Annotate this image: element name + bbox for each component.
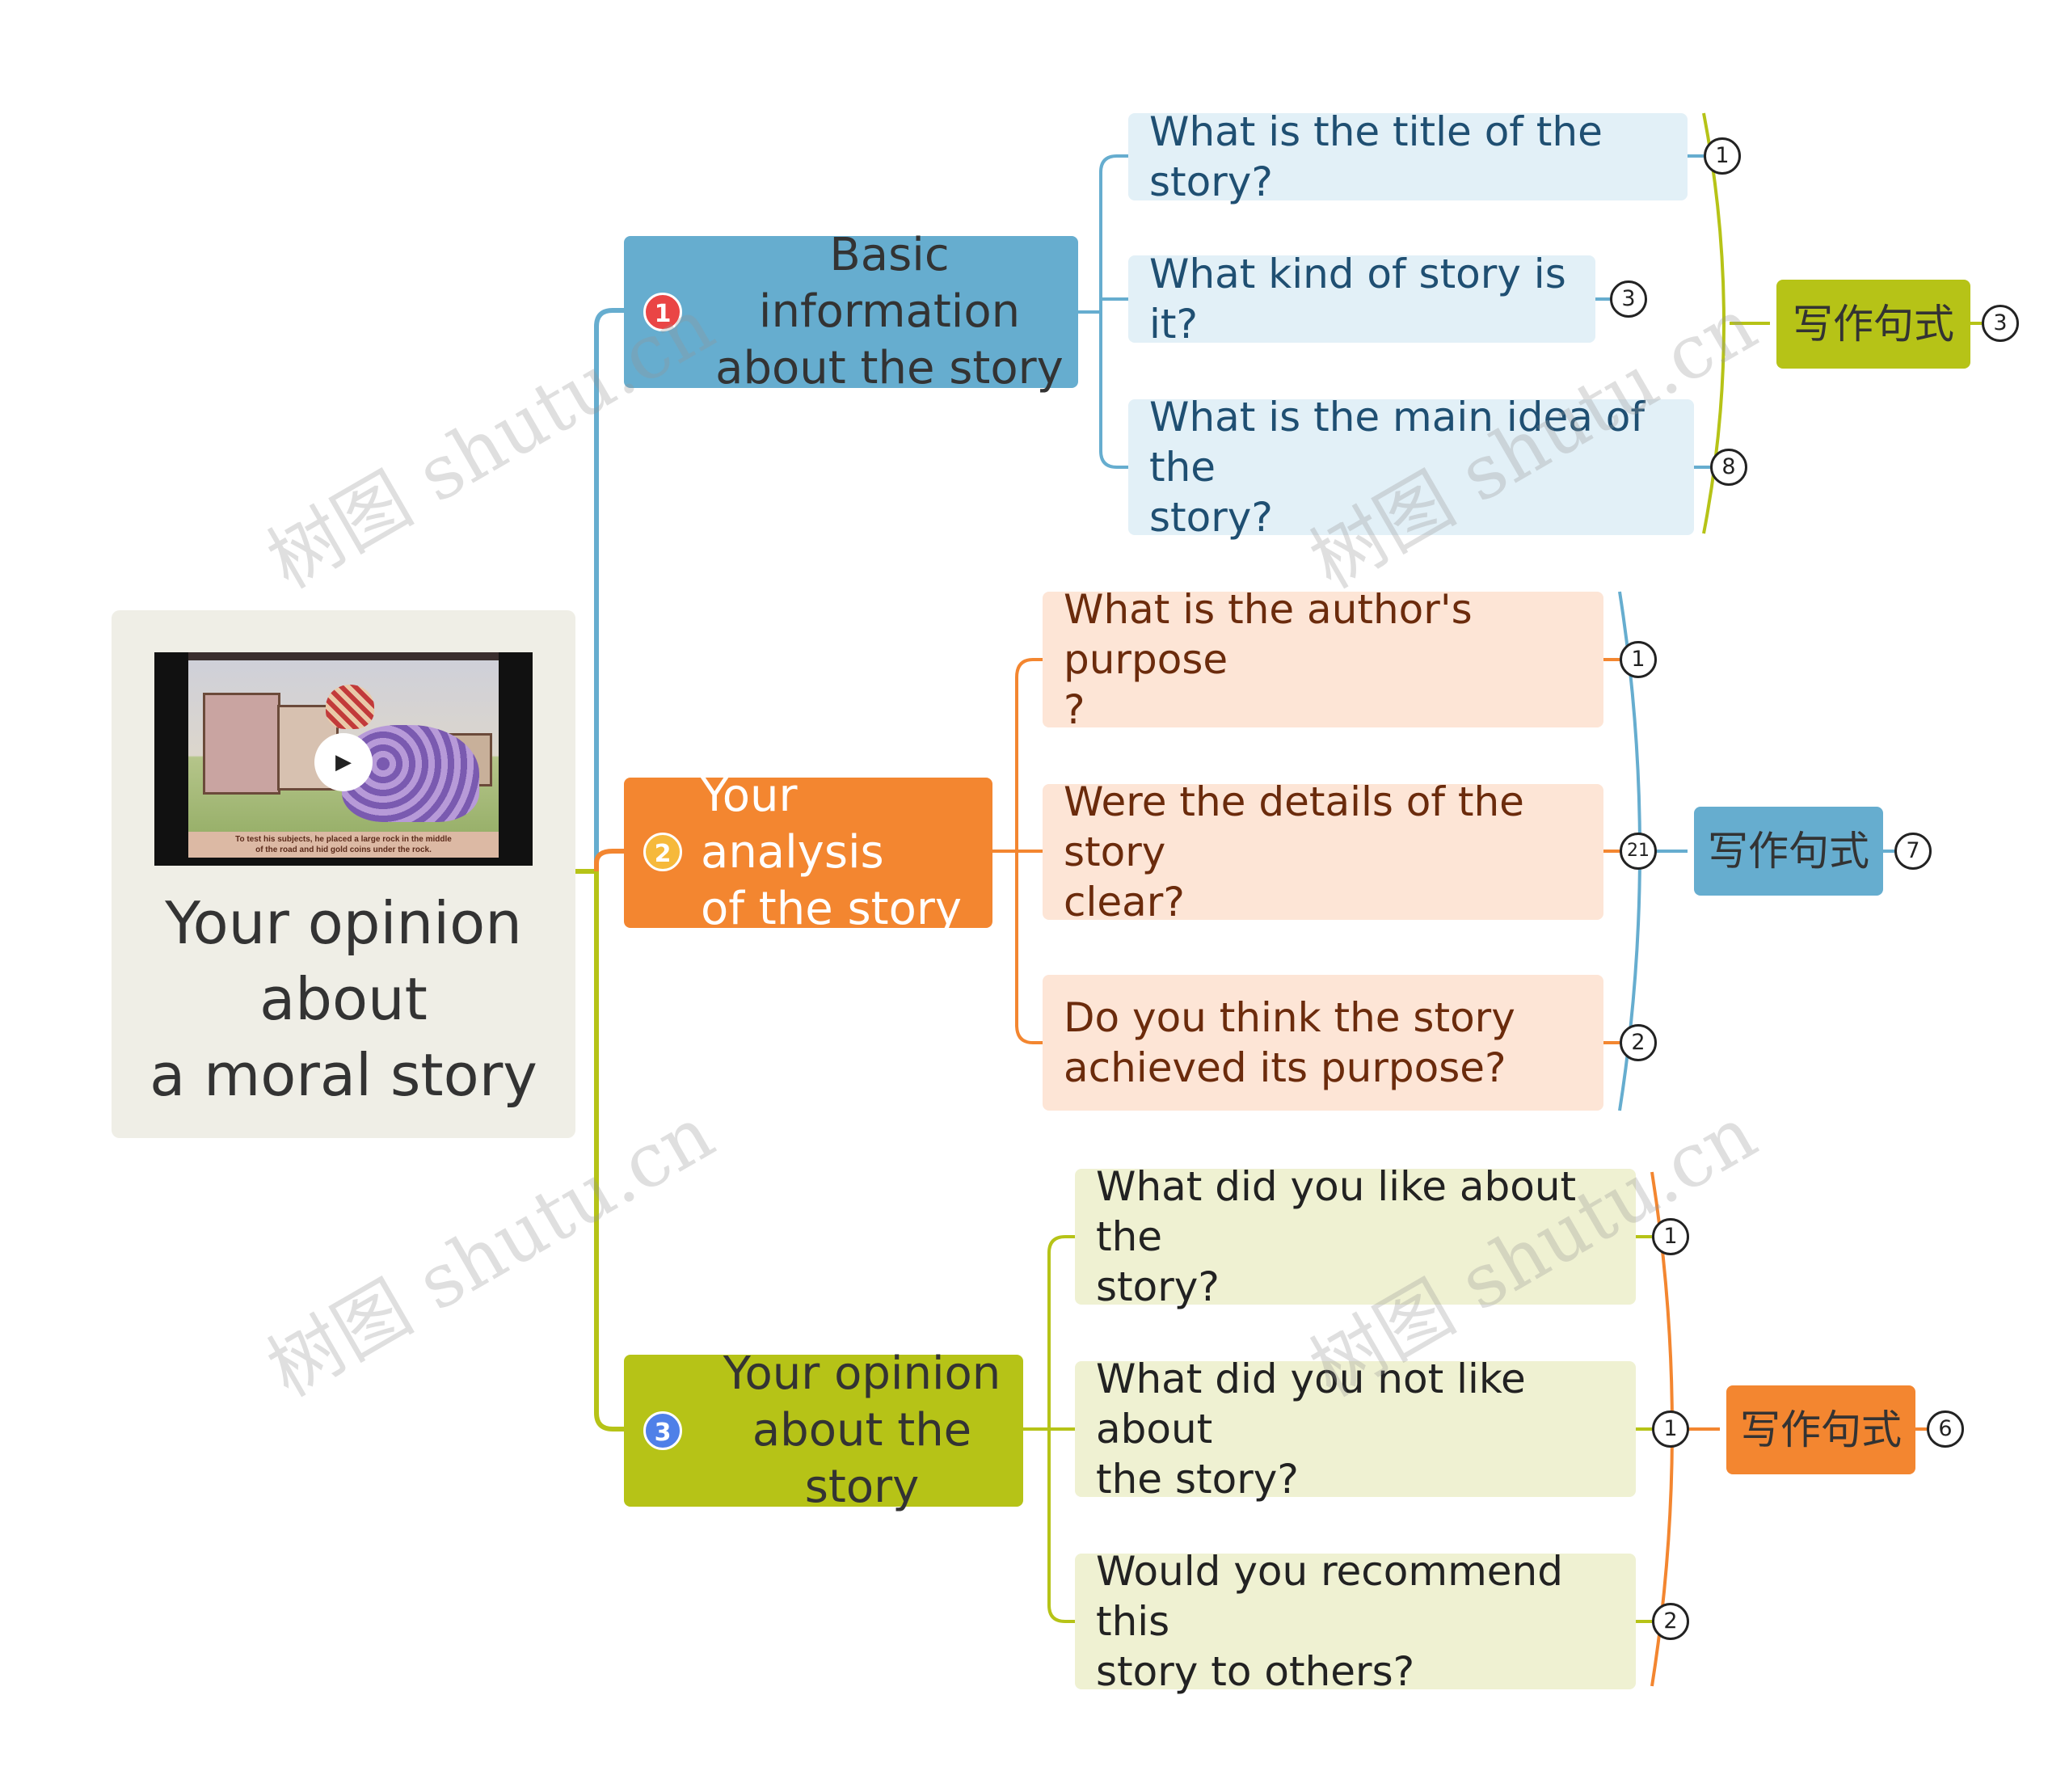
question-not-liked[interactable]: What did you not like about the story?	[1075, 1356, 1636, 1503]
count-badge: 2	[1620, 1024, 1657, 1061]
question-author-purpose[interactable]: What is the author's purpose ?	[1043, 586, 1603, 733]
count-badge: 1	[1704, 137, 1741, 175]
count-badge: 8	[1710, 449, 1747, 486]
question-text: What is the author's purpose ?	[1064, 586, 1473, 733]
play-icon[interactable]: ▶	[314, 733, 373, 791]
question-recommend[interactable]: Would you recommend this story to others…	[1075, 1548, 1636, 1695]
root-title: Your opinion about a moral story	[150, 889, 537, 1109]
count-badge: 1	[1620, 641, 1657, 678]
branch-your-analysis[interactable]: 2 Your analysis of the story	[624, 770, 992, 935]
badge-2-icon: 2	[643, 833, 682, 871]
question-liked[interactable]: What did you like about the story?	[1075, 1163, 1636, 1310]
summary-writing-patterns[interactable]: 写作句式	[1776, 280, 1970, 369]
count-badge: 21	[1620, 833, 1657, 870]
count-badge: 3	[1610, 280, 1647, 318]
summary-writing-patterns[interactable]: 写作句式	[1694, 807, 1883, 896]
question-title[interactable]: What is the title of the story?	[1128, 108, 1688, 205]
question-kind[interactable]: What kind of story is it?	[1128, 251, 1595, 348]
count-badge: 1	[1652, 1410, 1689, 1448]
question-text: What is the title of the story?	[1149, 108, 1603, 205]
turban-illustration	[326, 685, 374, 729]
question-text: Would you recommend this story to others…	[1096, 1548, 1563, 1695]
count-badge: 1	[1652, 1218, 1689, 1255]
question-achieved-purpose[interactable]: Do you think the story achieved its purp…	[1043, 975, 1603, 1111]
badge-1-icon: 1	[643, 293, 682, 331]
branch-label: Your opinion about the story	[723, 1347, 1001, 1513]
summary-label: 写作句式	[1740, 1406, 1902, 1453]
count-badge: 2	[1652, 1603, 1689, 1640]
thumbnail-header-strip	[188, 652, 499, 660]
question-text: What kind of story is it?	[1149, 251, 1566, 348]
branch-label: Your analysis of the story	[701, 770, 963, 935]
question-text: Were the details of the story clear?	[1064, 778, 1524, 926]
house-illustration	[203, 693, 280, 795]
question-text: What did you not like about the story?	[1096, 1356, 1526, 1503]
question-main-idea[interactable]: What is the main idea of the story?	[1128, 394, 1694, 541]
summary-label: 写作句式	[1793, 301, 1954, 348]
video-caption: To test his subjects, he placed a large …	[188, 832, 499, 858]
count-badge: 6	[1927, 1410, 1964, 1448]
question-text: Do you think the story achieved its purp…	[1064, 994, 1515, 1091]
root-topic[interactable]: To test his subjects, he placed a large …	[112, 610, 575, 1138]
branch-basic-information[interactable]: 1 Basic information about the story	[624, 229, 1078, 394]
video-thumbnail[interactable]: To test his subjects, he placed a large …	[154, 652, 533, 866]
question-text: What did you like about the story?	[1096, 1163, 1577, 1310]
badge-3-icon: 3	[643, 1411, 682, 1450]
branch-label: Basic information about the story	[715, 229, 1064, 394]
summary-writing-patterns[interactable]: 写作句式	[1726, 1385, 1915, 1474]
count-badge: 3	[1982, 305, 2019, 342]
summary-label: 写作句式	[1708, 828, 1869, 875]
question-text: What is the main idea of the story?	[1149, 394, 1645, 541]
question-details-clear[interactable]: Were the details of the story clear?	[1043, 778, 1603, 926]
branch-your-opinion[interactable]: 3 Your opinion about the story	[624, 1347, 1023, 1513]
count-badge: 7	[1894, 833, 1932, 870]
